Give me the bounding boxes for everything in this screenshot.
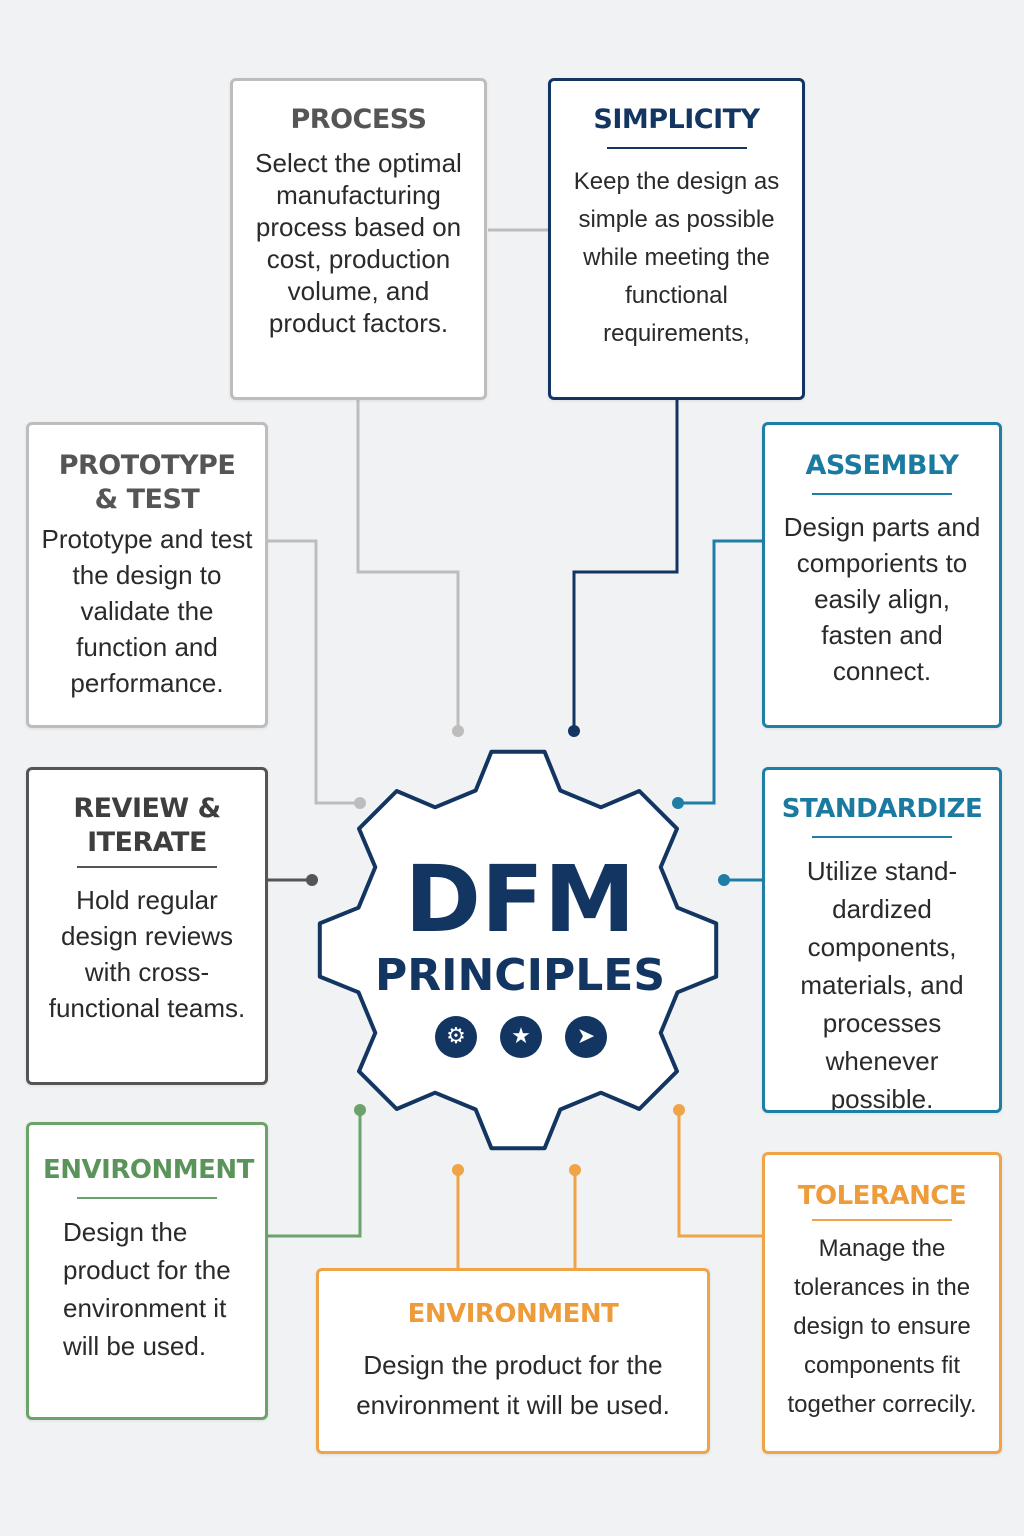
process-box: PROCESS Select the optimal manufacturing… — [230, 78, 487, 400]
connector-process — [356, 400, 460, 730]
standardize-title: STANDARDIZE — [781, 794, 983, 824]
connector-dot — [569, 1164, 581, 1176]
prototype-test-body: Prototype and test the design to validat… — [41, 524, 253, 698]
process-body: Select the optimal manufacturing process… — [255, 148, 462, 338]
simplicity-rule — [606, 147, 747, 149]
environment-left-title: ENVIRONMENT — [43, 1155, 254, 1185]
connector-dot — [306, 874, 318, 886]
environment-bottom-title: ENVIRONMENT — [407, 1299, 619, 1329]
simplicity-body: Keep the design as simple as possible wh… — [573, 168, 780, 347]
assembly-body: Design parts and comporients to easily a… — [783, 512, 981, 686]
connector-dot — [452, 725, 464, 737]
standardize-body: Utilize stand-dardized components, mater… — [800, 856, 964, 1113]
diagram-subtitle: PRINCIPLES — [374, 950, 666, 1001]
connector-simplicity — [572, 400, 679, 730]
standardize-box: STANDARDIZE Utilize stand-dardized compo… — [762, 767, 1002, 1113]
connector-dot — [354, 797, 366, 809]
assembly-box: ASSEMBLY Design parts and comporients to… — [762, 422, 1002, 728]
connector-dot — [673, 1104, 685, 1116]
review-iterate-title: REVIEW & ITERATE — [73, 793, 221, 858]
review-iterate-box: REVIEW & ITERATE Hold regular design rev… — [26, 767, 268, 1085]
connector-dot — [568, 725, 580, 737]
tolerance-title: TOLERANCE — [797, 1181, 967, 1211]
tolerance-rule — [812, 1219, 952, 1221]
diagram-title: DFM — [404, 846, 636, 953]
environment-bottom-box: ENVIRONMENT Design the product for the e… — [316, 1268, 710, 1454]
prototype-test-box: PROTOTYPE & TEST Prototype and test the … — [26, 422, 268, 728]
environment-bottom-body: Design the product for the environment i… — [356, 1350, 670, 1420]
review-iterate-body: Hold regular design reviews with cross-f… — [48, 885, 246, 1023]
process-title: PROCESS — [290, 104, 427, 135]
connector-tolerance — [677, 1110, 762, 1238]
simplicity-title: SIMPLICITY — [593, 104, 760, 135]
environment-left-box: ENVIRONMENT Design the product for the e… — [26, 1122, 268, 1420]
prototype-test-title: PROTOTYPE & TEST — [58, 450, 236, 515]
connector-environment-left — [268, 1110, 362, 1238]
assembly-title: ASSEMBLY — [805, 450, 959, 481]
connector-assembly — [678, 539, 762, 805]
gear-outline — [317, 749, 719, 1151]
connector-dot — [452, 1164, 464, 1176]
connector-prototype — [268, 539, 360, 805]
assembly-rule — [812, 493, 952, 495]
connector-dot — [672, 797, 684, 809]
simplicity-box: SIMPLICITY Keep the design as simple as … — [548, 78, 805, 400]
award-icon: ★ — [500, 1016, 542, 1058]
connector-dot — [354, 1104, 366, 1116]
standardize-rule — [812, 836, 952, 838]
paper-plane-icon: ➤ — [565, 1016, 607, 1058]
environment-left-body: Design the product for the environment i… — [63, 1217, 231, 1361]
connector-dot — [718, 874, 730, 886]
environment-left-rule — [77, 1197, 217, 1199]
tolerance-body: Manage the tolerances in the design to e… — [787, 1235, 977, 1418]
gear-icon: ⚙ — [435, 1016, 477, 1058]
review-iterate-rule — [77, 866, 217, 868]
tolerance-box: TOLERANCE Manage the tolerances in the d… — [762, 1152, 1002, 1454]
